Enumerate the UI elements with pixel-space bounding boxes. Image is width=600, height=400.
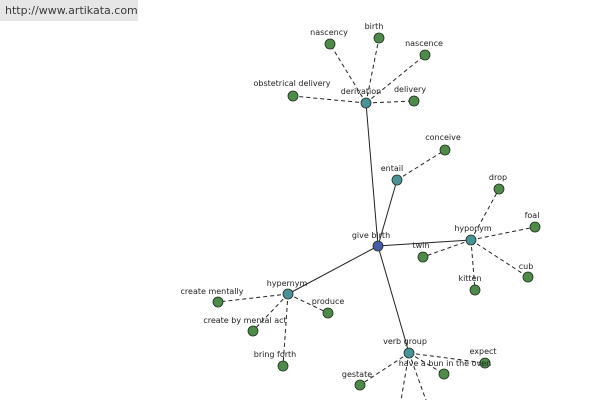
edge-derivation-nascency: [329, 43, 367, 104]
word-label-birth: birth: [365, 22, 384, 31]
word-node-produce[interactable]: [322, 307, 334, 319]
word-node-kitten[interactable]: [469, 284, 481, 296]
relation-label-entail: entail: [381, 164, 403, 173]
word-node-have-a-bun-in-the-oven[interactable]: [438, 368, 450, 380]
edge-center-entail: [377, 179, 398, 247]
edge-hypernym-create-mentally: [217, 293, 289, 303]
word-label-expect: expect: [469, 347, 496, 356]
word-node-delivery[interactable]: [408, 95, 420, 107]
edge-hyponym-drop: [470, 188, 500, 241]
word-label-delivery: delivery: [394, 85, 426, 94]
graph-nodes: [212, 32, 541, 391]
center-label: give birth: [352, 231, 390, 240]
word-label-gestate: gestate: [342, 370, 372, 379]
source-url-link[interactable]: http://www.artikata.com: [0, 0, 138, 21]
edge-derivation-delivery: [365, 100, 415, 104]
edge-hyponym-kitten: [470, 239, 476, 291]
word-node-create-by-mental-act[interactable]: [247, 325, 259, 337]
word-node-nascence[interactable]: [419, 49, 431, 61]
graph-edges: [217, 37, 536, 400]
word-label-bring-forth: bring forth: [254, 350, 297, 359]
edge-verb-group-leaf-3: [400, 352, 410, 400]
word-node-expect[interactable]: [479, 357, 491, 369]
word-node-cub[interactable]: [522, 271, 534, 283]
edge-hypernym-bring-forth: [282, 293, 289, 367]
relation-label-hypernym: hypernym: [267, 279, 308, 288]
edge-hypernym-produce: [287, 293, 329, 314]
word-node-bring-forth[interactable]: [277, 360, 289, 372]
edge-verb-group-gestate: [359, 352, 410, 386]
word-label-cub: cub: [519, 262, 534, 271]
word-node-nascency[interactable]: [324, 38, 336, 50]
word-node-drop[interactable]: [493, 183, 505, 195]
edge-derivation-obstetrical-delivery: [292, 95, 367, 104]
relation-node-verb-group[interactable]: [403, 347, 415, 359]
center-node-give-birth[interactable]: [372, 240, 384, 252]
relation-node-hyponym[interactable]: [465, 234, 477, 246]
edge-center-hypernym: [287, 245, 379, 295]
edge-hyponym-cub: [470, 239, 529, 278]
word-node-obstetrical-delivery[interactable]: [287, 90, 299, 102]
word-label-drop: drop: [489, 173, 507, 182]
word-label-twin: twin: [413, 241, 430, 250]
edge-verb-group-leaf-4: [408, 352, 427, 400]
word-node-conceive[interactable]: [439, 144, 451, 156]
edge-center-hyponym: [377, 239, 472, 247]
edge-derivation-nascence: [365, 54, 426, 104]
edge-verb-group-expect: [408, 352, 486, 364]
word-label-produce: produce: [312, 297, 345, 306]
word-node-gestate[interactable]: [354, 379, 366, 391]
relation-node-hypernym[interactable]: [282, 288, 294, 300]
word-label-kitten: kitten: [458, 274, 481, 283]
word-label-foal: foal: [525, 211, 540, 220]
word-label-create-by-mental-act: create by mental act: [203, 316, 286, 325]
word-label-nascence: nascence: [405, 39, 443, 48]
graph-labels: give birth derivation nascency birth nascenc…: [181, 22, 540, 379]
word-node-twin[interactable]: [417, 251, 429, 263]
word-label-obstetrical-delivery: obstetrical delivery: [253, 79, 330, 88]
relation-label-verb-group: verb group: [383, 337, 427, 346]
edge-center-derivation: [365, 102, 379, 247]
word-label-nascency: nascency: [310, 28, 348, 37]
word-node-create-mentally[interactable]: [212, 296, 224, 308]
edge-entail-conceive: [396, 149, 446, 181]
word-node-birth[interactable]: [373, 32, 385, 44]
edge-hyponym-foal: [470, 226, 536, 241]
word-label-create-mentally: create mentally: [181, 287, 244, 296]
relation-label-derivation: derivation: [341, 87, 381, 96]
edge-hyponym-twin: [422, 239, 472, 258]
relation-node-entail[interactable]: [391, 174, 403, 186]
relation-label-hyponym: hyponym: [454, 224, 492, 233]
relation-node-derivation[interactable]: [360, 97, 372, 109]
word-label-have-a-bun-in-the-oven: have a bun in the oven: [399, 359, 492, 368]
word-node-foal[interactable]: [529, 221, 541, 233]
word-label-conceive: conceive: [425, 133, 461, 142]
edge-center-verb-group: [377, 245, 410, 354]
edge-hypernym-create-by-mental-act: [252, 293, 289, 332]
